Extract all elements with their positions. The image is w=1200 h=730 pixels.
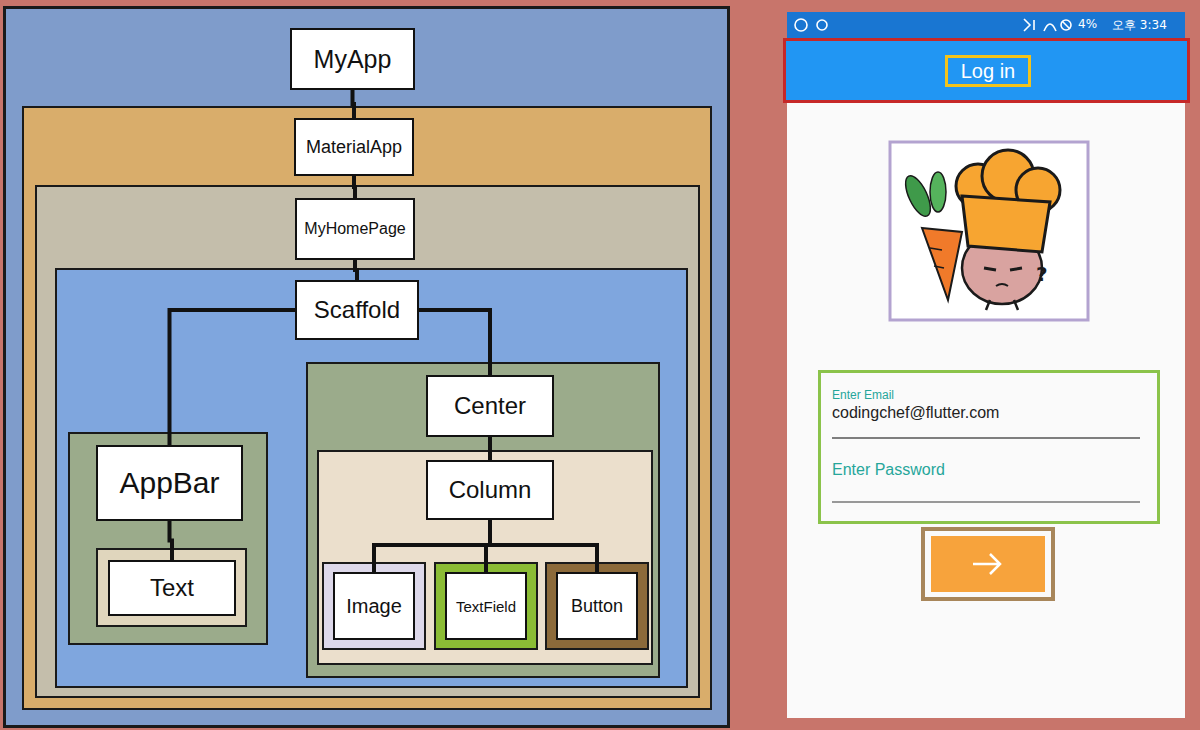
tree-connector [354,176,355,198]
phone-screen [787,12,1185,718]
widget-region: MyAppMaterialAppMyHomePageScaffoldAppBar… [3,6,730,728]
widget-region: AppBarText [68,432,268,645]
arrow-button [923,529,1053,599]
field-hint: Enter Email [832,388,894,402]
widget-label: Image [333,572,415,640]
widget-label: AppBar [96,445,243,521]
widget-label: Text [108,560,236,616]
widget-region: MaterialAppMyHomePageScaffoldAppBarTextC… [22,106,712,710]
field-value: codingchef@flutter.com [832,404,999,422]
widget-label: Scaffold [295,280,419,340]
widget-label: Center [426,375,554,437]
widget-region: ScaffoldAppBarText CenterColumnImage TextF… [55,268,688,688]
question-mark: ? [1036,262,1048,286]
app-bar-title: Log in [945,55,1031,87]
tree-connector [374,520,490,572]
widget-region: Button [545,562,649,650]
widget-label: Column [426,460,554,520]
chef-image [890,142,1088,320]
widget-label: Button [556,572,638,640]
widget-region: Image [322,562,426,650]
tree-connector [170,310,296,445]
status-text: 4% [1078,17,1097,31]
widget-region: MyHomePageScaffoldAppBarTextCenterColumn… [35,185,700,698]
widget-label: MyHomePage [295,198,415,260]
widget-region: Text [96,548,247,627]
tree-connector [170,521,173,560]
widget-label: MyApp [290,28,415,90]
field-underline [832,437,1140,439]
status-text: 오후 3:34 [1112,17,1167,34]
field-hint: Enter Password [832,461,945,479]
tree-connector [490,520,597,572]
status-bar [787,12,1185,38]
status-icons [795,19,1071,31]
app-bar: Log in [783,38,1190,103]
tree-connector [355,260,357,280]
field-underline [832,501,1140,503]
widget-label: TextField [445,572,527,640]
tree-connector [488,437,492,460]
widget-region: CenterColumnImage TextField Button [306,362,660,678]
widget-region: TextField [434,562,538,650]
widget-label: MaterialApp [294,118,414,176]
text-field-group: Enter Email codingchef@flutter.comEnter P… [818,370,1160,524]
tree-connector [419,310,490,375]
widget-region: ColumnImage TextField Button [317,450,653,665]
tree-connector [486,520,490,572]
tree-connector [353,90,355,118]
